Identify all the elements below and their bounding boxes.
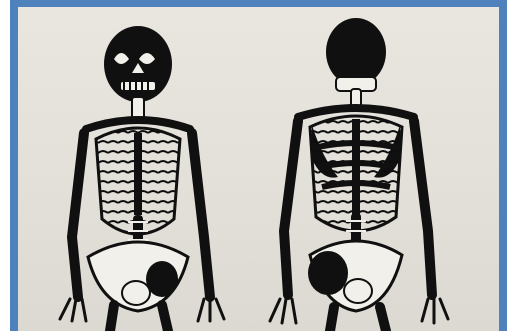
skull-front	[104, 26, 172, 102]
skeletons-illustration	[18, 7, 499, 331]
pelvis-front	[88, 242, 188, 311]
pelvis-back	[308, 241, 402, 311]
skull-back	[326, 18, 386, 91]
skeleton-front	[60, 26, 224, 331]
skeleton-back	[270, 18, 448, 331]
photo	[18, 7, 499, 331]
neck-front	[132, 97, 144, 119]
